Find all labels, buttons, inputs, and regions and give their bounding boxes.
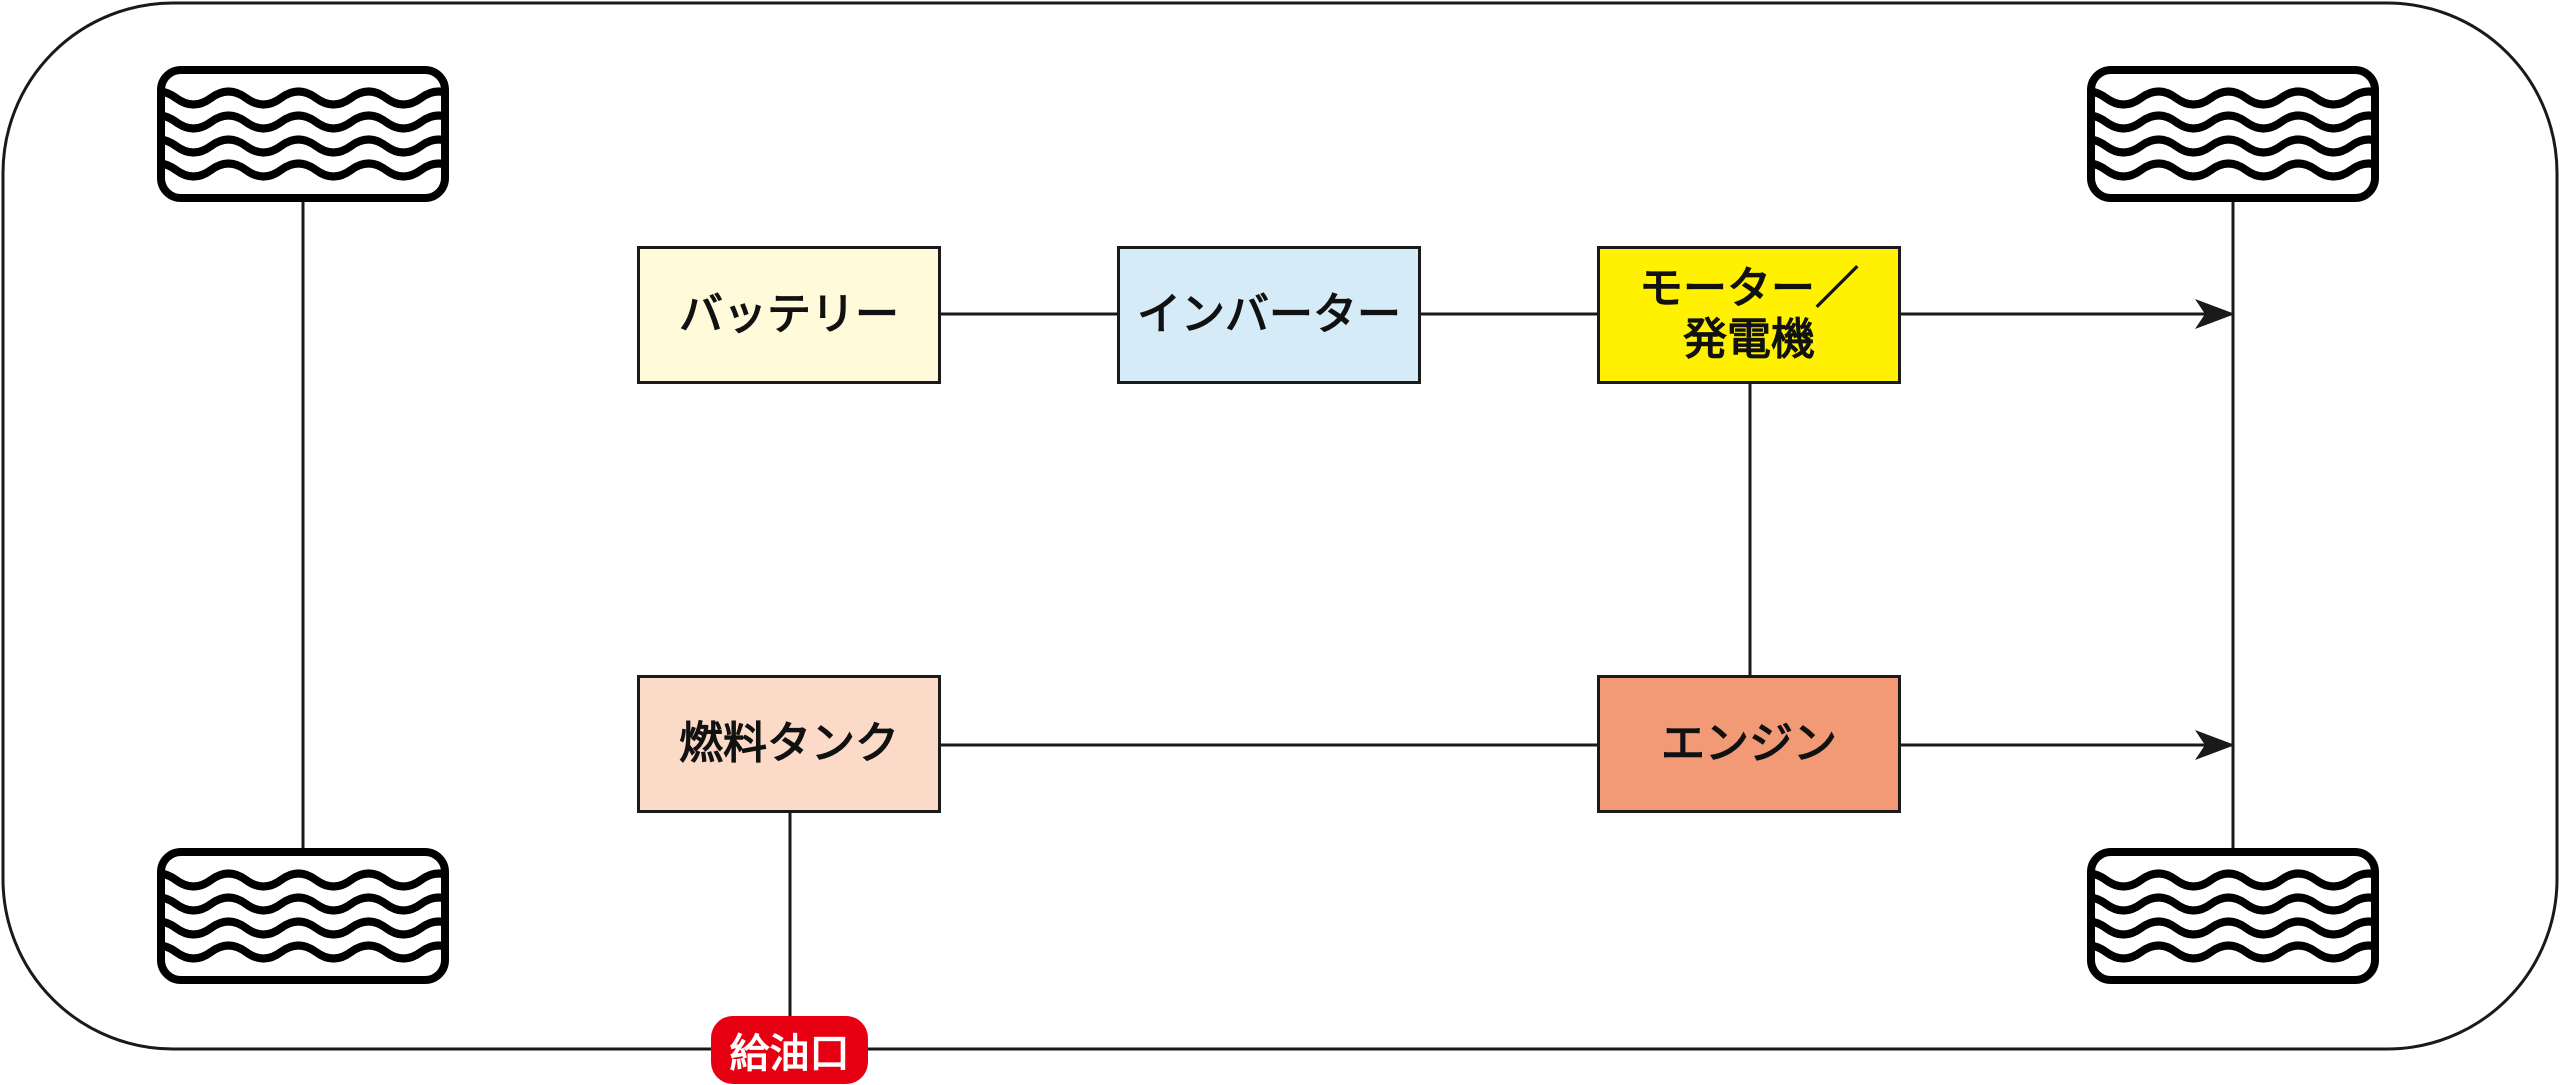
fuel-port-badge: 給油口	[711, 1016, 868, 1084]
motor-generator-box: モーター／ 発電機	[1597, 246, 1901, 384]
inverter-label: インバーター	[1137, 288, 1401, 340]
motor-generator-label: モーター／ 発電機	[1639, 264, 1859, 365]
battery-label: バッテリー	[679, 288, 899, 340]
tire-icon-rear-left	[2071, 70, 2386, 198]
tire-icon-front-right	[141, 852, 456, 980]
inverter-box: インバーター	[1117, 246, 1421, 384]
fuel-tank-box: 燃料タンク	[637, 675, 941, 813]
motor-label-line1: モーター／	[1639, 263, 1859, 315]
engine-box: エンジン	[1597, 675, 1901, 813]
motor-label-line2: 発電機	[1683, 314, 1815, 365]
fuel-tank-label: 燃料タンク	[679, 717, 899, 769]
battery-box: バッテリー	[637, 246, 941, 384]
tire-icon-front-left	[141, 70, 456, 198]
engine-label: エンジン	[1661, 717, 1837, 769]
fuel-port-label: 給油口	[729, 1031, 850, 1077]
car-body-outline	[1, 1, 2559, 1051]
tire-icon-rear-right	[2071, 852, 2386, 980]
